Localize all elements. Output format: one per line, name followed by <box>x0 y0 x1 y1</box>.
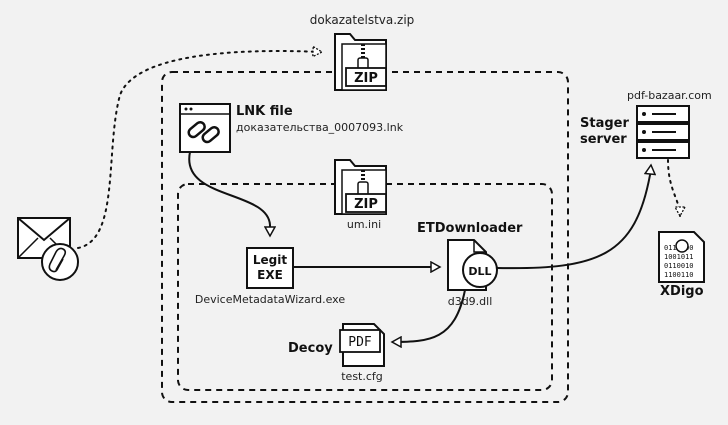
svg-text:1100110: 1100110 <box>664 271 694 279</box>
dll-file-icon <box>447 239 498 291</box>
stager-title-line2: server <box>580 132 627 147</box>
email-to-zip-arrow <box>77 51 322 249</box>
xdigo-title: XDigo <box>660 284 704 299</box>
pdf-file-icon <box>339 323 385 367</box>
zip-badge-inner: ZIP <box>354 197 378 212</box>
xdigo-binary-icon: 0110100 1001011 0110010 1100110 <box>658 231 705 283</box>
svg-text:0110010: 0110010 <box>664 262 694 270</box>
legit-exe-line1: Legit <box>253 253 287 267</box>
etdownloader-title: ETDownloader <box>417 221 523 236</box>
outer-zip-filename: dokazatelstva.zip <box>309 13 415 27</box>
dll-to-stager-arrow <box>496 165 651 270</box>
server-icon <box>636 105 690 159</box>
decoy-title: Decoy <box>288 341 333 356</box>
lnk-filename: доказательства_0007093.lnk <box>236 121 404 134</box>
dll-badge: DLL <box>468 265 491 278</box>
zip-folder-icon-outer <box>334 33 387 91</box>
legit-exe-icon <box>246 247 294 289</box>
inner-zip-filename: um.ini <box>346 218 382 231</box>
lnk-file-icon <box>179 103 231 153</box>
decoy-filename: test.cfg <box>341 370 383 383</box>
email-attachment-icon <box>17 217 79 281</box>
dll-filename: d3d9.dll <box>447 295 493 308</box>
stager-domain: pdf-bazaar.com <box>627 89 712 102</box>
stager-title-line1: Stager <box>580 116 629 131</box>
zip-folder-icon-inner <box>334 159 387 215</box>
dll-to-decoy-arrow <box>392 289 466 342</box>
legit-exe-line2: EXE <box>257 268 283 282</box>
legit-exe-filename: DeviceMetadataWizard.exe <box>194 293 346 306</box>
lnk-to-exe-arrow <box>188 151 270 236</box>
pdf-badge: PDF <box>348 335 372 350</box>
svg-text:1001011: 1001011 <box>664 253 694 261</box>
zip-badge-outer: ZIP <box>354 71 378 86</box>
stager-to-xdigo-arrow <box>667 159 680 216</box>
lnk-title: LNK file <box>236 104 293 119</box>
